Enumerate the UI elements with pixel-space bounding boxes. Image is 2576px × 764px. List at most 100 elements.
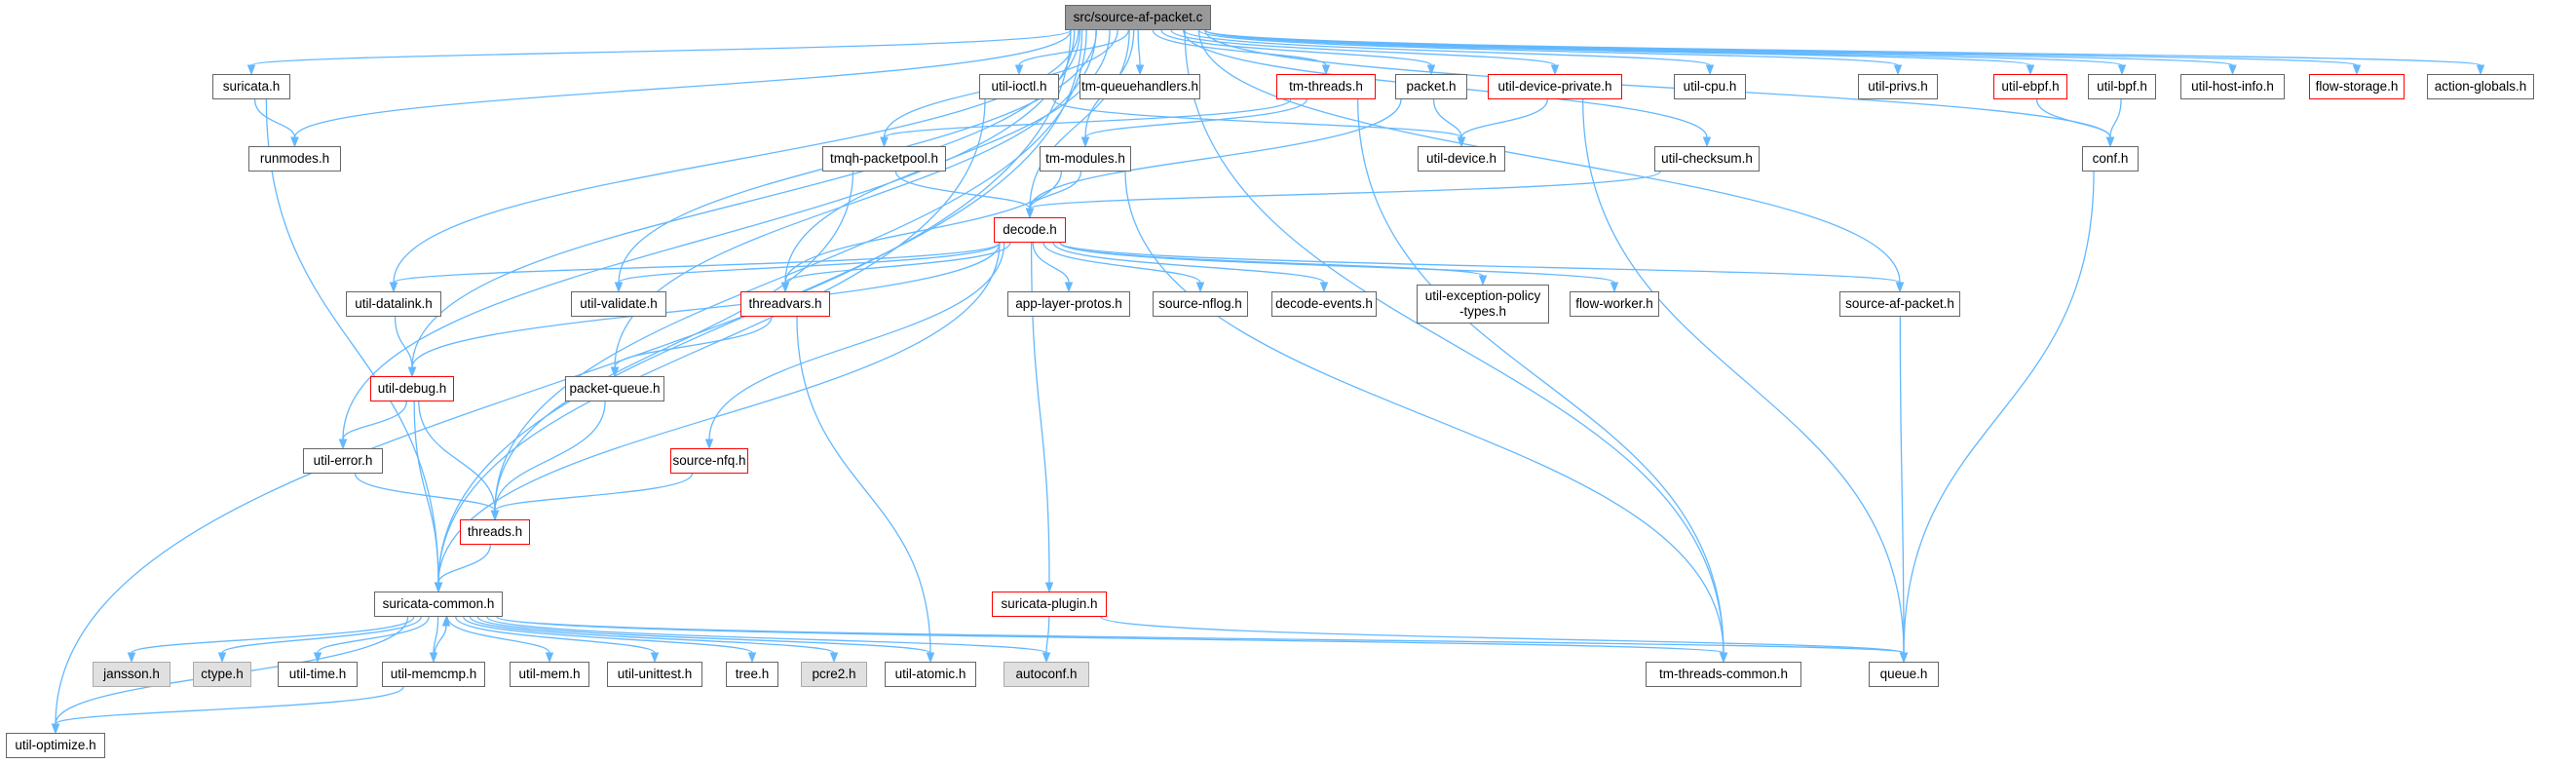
node-util-checksum-h[interactable]: util-checksum.h [1654, 146, 1760, 172]
node-util-time-h[interactable]: util-time.h [278, 662, 358, 687]
node-label: util-bpf.h [2097, 79, 2147, 94]
node-action-globals-h[interactable]: action-globals.h [2427, 74, 2534, 99]
edge-source-af-packet-h-to-queue-h [1899, 316, 1905, 654]
node-util-bpf-h[interactable]: util-bpf.h [2088, 74, 2156, 99]
node-threadvars-h[interactable]: threadvars.h [740, 291, 830, 317]
node-label: suricata.h [222, 79, 281, 94]
node-util-cpu-h[interactable]: util-cpu.h [1674, 74, 1746, 99]
edge-suricata-common-h-to-util-time-h [317, 616, 430, 654]
edge-root-to-tm-threads-common-h [1184, 29, 1724, 654]
edge-util-device-private-h-to-queue-h [1581, 98, 1905, 654]
node-util-ebpf-h[interactable]: util-ebpf.h [1993, 74, 2067, 99]
node-pcre2-h: pcre2.h [801, 662, 867, 687]
node-util-ioctl-h[interactable]: util-ioctl.h [979, 74, 1059, 99]
node-label: util-exception-policy-types.h [1424, 288, 1541, 319]
edge-suricata-plugin-h-to-autoconf-h [1045, 616, 1050, 654]
arrowhead [1705, 64, 1715, 76]
node-tm-threads-h[interactable]: tm-threads.h [1276, 74, 1376, 99]
node-tree-h[interactable]: tree.h [726, 662, 778, 687]
node-util-privs-h[interactable]: util-privs.h [1858, 74, 1938, 99]
node-source-af-packet-h[interactable]: source-af-packet.h [1839, 291, 1960, 317]
node-source-nflog-h[interactable]: source-nflog.h [1153, 291, 1248, 317]
node-tm-queuehandlers-h[interactable]: tm-queuehandlers.h [1080, 74, 1200, 99]
arrowhead [1610, 282, 1619, 293]
arrowhead [2105, 136, 2115, 148]
node-util-exception-policy-types-h[interactable]: util-exception-policy-types.h [1417, 285, 1549, 324]
node-util-device-h[interactable]: util-device.h [1418, 146, 1505, 172]
node-util-mem-h[interactable]: util-mem.h [510, 662, 589, 687]
edge-util-memcmp-h-to-util-optimize-h [55, 686, 404, 725]
node-label: util-ebpf.h [2001, 79, 2060, 94]
edge-root-to-util-device-private-h [1170, 29, 1556, 66]
node-source-nfq-h[interactable]: source-nfq.h [670, 448, 748, 474]
node-label: flow-storage.h [2315, 79, 2399, 94]
edge-packet-h-to-decode-h [1029, 98, 1402, 210]
node-util-debug-h[interactable]: util-debug.h [370, 376, 454, 401]
arrowhead [1044, 582, 1054, 593]
edge-threads-h-to-suricata-common-h [437, 544, 492, 584]
node-util-unittest-h[interactable]: util-unittest.h [607, 662, 702, 687]
arrowhead [1702, 136, 1712, 148]
edge-root-to-suricata-h [250, 29, 1072, 66]
node-util-memcmp-h[interactable]: util-memcmp.h [382, 662, 485, 687]
edge-decode-h-to-util-datalink-h [393, 242, 1001, 284]
edge-suricata-common-h-to-tree-h [463, 616, 753, 654]
node-util-error-h[interactable]: util-error.h [303, 448, 383, 474]
node-decode-h[interactable]: decode.h [994, 217, 1066, 243]
node-util-device-private-h[interactable]: util-device-private.h [1488, 74, 1622, 99]
edge-tmqh-packetpool-h-to-threads-h [494, 171, 854, 512]
arrowhead [338, 439, 348, 450]
node-util-validate-h[interactable]: util-validate.h [571, 291, 666, 317]
node-app-layer-protos-h[interactable]: app-layer-protos.h [1007, 291, 1130, 317]
node-label: runmodes.h [259, 151, 330, 166]
edge-root-to-util-ioctl-h [1018, 29, 1129, 66]
node-label: suricata-common.h [382, 596, 495, 611]
node-label: util-error.h [313, 453, 373, 468]
edge-decode-h-to-source-nflog-h [1042, 242, 1201, 284]
node-threads-h[interactable]: threads.h [460, 519, 530, 545]
edge-packet-queue-h-to-threads-h [494, 401, 606, 512]
node-packet-queue-h[interactable]: packet-queue.h [565, 376, 664, 401]
node-util-host-info-h[interactable]: util-host-info.h [2180, 74, 2285, 99]
node-root: src/source-af-packet.c [1065, 5, 1211, 30]
node-flow-worker-h[interactable]: flow-worker.h [1570, 291, 1659, 317]
node-label: queue.h [1879, 667, 1928, 681]
node-label: util-atomic.h [894, 667, 966, 681]
node-decode-events-h[interactable]: decode-events.h [1271, 291, 1377, 317]
arrowhead [51, 723, 60, 735]
node-suricata-h[interactable]: suricata.h [212, 74, 290, 99]
node-tmqh-packetpool-h[interactable]: tmqh-packetpool.h [822, 146, 946, 172]
edge-root-to-util-privs-h [1197, 29, 1899, 66]
node-label: source-nfq.h [672, 453, 746, 468]
edge-suricata-common-h-to-jansson-h [131, 616, 415, 654]
node-util-datalink-h[interactable]: util-datalink.h [346, 291, 441, 317]
node-label: util-datalink.h [355, 296, 433, 311]
node-label: util-validate.h [580, 296, 658, 311]
node-suricata-plugin-h[interactable]: suricata-plugin.h [992, 592, 1107, 617]
node-util-atomic-h[interactable]: util-atomic.h [885, 662, 976, 687]
node-conf-h[interactable]: conf.h [2082, 146, 2139, 172]
node-label: action-globals.h [2434, 79, 2527, 94]
edge-suricata-common-h-to-util-memcmp-h [433, 616, 439, 654]
edge-util-debug-h-to-threads-h [418, 401, 496, 512]
arrowhead [880, 136, 889, 148]
edge-tm-modules-h-to-decode-h [1029, 171, 1082, 210]
node-flow-storage-h[interactable]: flow-storage.h [2309, 74, 2405, 99]
node-label: threads.h [467, 524, 523, 539]
arrowhead [490, 510, 500, 521]
node-queue-h[interactable]: queue.h [1869, 662, 1939, 687]
edge-root-to-packet-h [1160, 29, 1432, 66]
node-label: util-cpu.h [1683, 79, 1737, 94]
node-label: suricata-plugin.h [1001, 596, 1098, 611]
node-autoconf-h: autoconf.h [1004, 662, 1089, 687]
node-suricata-common-h[interactable]: suricata-common.h [374, 592, 503, 617]
node-tm-modules-h[interactable]: tm-modules.h [1040, 146, 1131, 172]
node-runmodes-h[interactable]: runmodes.h [248, 146, 341, 172]
edge-decode-h-to-util-debug-h [411, 242, 1001, 368]
edge-suricata-h-to-runmodes-h [253, 98, 296, 138]
node-util-optimize-h[interactable]: util-optimize.h [6, 733, 105, 758]
node-tm-threads-common-h[interactable]: tm-threads-common.h [1646, 662, 1801, 687]
node-packet-h[interactable]: packet.h [1395, 74, 1467, 99]
edge-tm-modules-h-to-threadvars-h [784, 171, 1063, 284]
arrowhead [1025, 208, 1035, 219]
